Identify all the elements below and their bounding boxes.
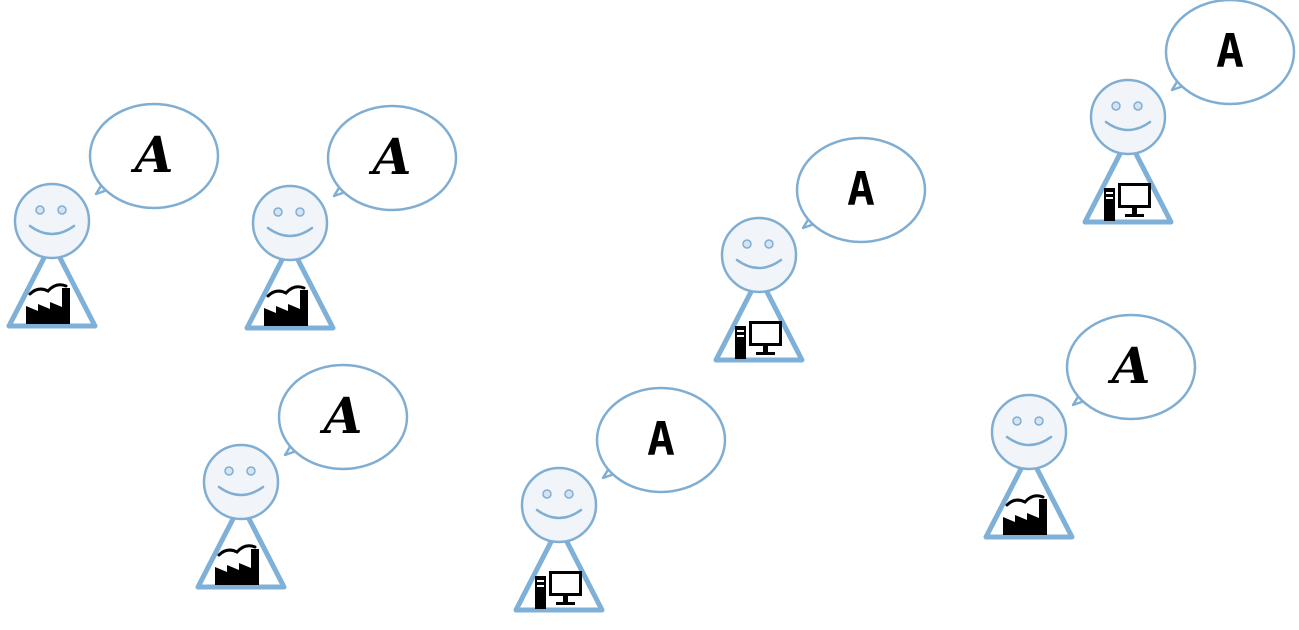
left-eye bbox=[224, 466, 234, 476]
speech-bubble-letter: A bbox=[647, 412, 675, 466]
speech-bubble-letter: A bbox=[323, 386, 363, 445]
person-body bbox=[6, 252, 98, 329]
person-figure-svg bbox=[713, 136, 927, 363]
person-body bbox=[713, 286, 805, 363]
factory-building bbox=[26, 288, 70, 324]
speech-bubble bbox=[326, 104, 458, 212]
smiley-face-icon bbox=[202, 443, 280, 521]
smile bbox=[535, 508, 583, 520]
smiley-face-icon bbox=[720, 216, 798, 294]
computer-stand bbox=[1125, 214, 1144, 217]
diagram-canvas: A A A A A A A bbox=[4, 0, 1299, 613]
person-body bbox=[513, 536, 605, 613]
smile bbox=[735, 258, 783, 270]
factory-building bbox=[264, 290, 308, 326]
person-figure-svg bbox=[244, 104, 458, 331]
right-eye bbox=[57, 205, 67, 215]
factory-building bbox=[215, 549, 259, 585]
smiley-face-icon bbox=[990, 393, 1068, 471]
right-eye bbox=[1133, 101, 1143, 111]
smiley-face-icon bbox=[520, 466, 598, 544]
factory-smoke bbox=[1005, 494, 1045, 507]
right-eye bbox=[295, 207, 305, 217]
speech-bubble-letter: A bbox=[1216, 24, 1244, 78]
computer-stand bbox=[756, 352, 775, 355]
person-body bbox=[1082, 148, 1174, 225]
person-figure-svg bbox=[513, 386, 727, 613]
computer-icon bbox=[1104, 183, 1151, 221]
speech-bubble-letter: A bbox=[1111, 336, 1151, 395]
factory-smoke bbox=[28, 283, 68, 296]
right-eye bbox=[1034, 416, 1044, 426]
person-factory-1: A bbox=[4, 96, 234, 346]
computer-tower bbox=[735, 326, 746, 359]
person-computer-2: A bbox=[1080, 0, 1299, 242]
right-eye bbox=[764, 239, 774, 249]
left-eye bbox=[273, 207, 283, 217]
smile bbox=[217, 485, 265, 497]
person-factory-3: A bbox=[193, 357, 423, 607]
smile bbox=[1005, 435, 1053, 447]
factory-smoke bbox=[266, 285, 306, 298]
person-computer-3: A bbox=[511, 380, 741, 630]
person-factory-4: A bbox=[981, 307, 1211, 557]
left-eye bbox=[542, 489, 552, 499]
right-eye bbox=[246, 466, 256, 476]
smiley-face-icon bbox=[251, 184, 329, 262]
left-eye bbox=[35, 205, 45, 215]
factory-building bbox=[1003, 499, 1047, 535]
factory-icon bbox=[26, 283, 70, 324]
person-body bbox=[244, 254, 336, 331]
factory-smoke bbox=[217, 544, 257, 557]
right-eye bbox=[564, 489, 574, 499]
speech-bubble bbox=[595, 386, 727, 494]
speech-bubble bbox=[88, 102, 220, 210]
left-eye bbox=[1111, 101, 1121, 111]
smiley-face-icon bbox=[1089, 78, 1167, 156]
speech-bubble-letter: A bbox=[847, 162, 875, 216]
person-body bbox=[983, 463, 1075, 540]
speech-bubble-letter: A bbox=[134, 125, 174, 184]
computer-stand bbox=[556, 602, 575, 605]
smiley-face-icon bbox=[13, 182, 91, 260]
computer-icon bbox=[535, 571, 582, 609]
left-eye bbox=[1012, 416, 1022, 426]
speech-bubble bbox=[1065, 313, 1197, 421]
speech-bubble bbox=[795, 136, 927, 244]
smile bbox=[28, 224, 76, 236]
person-figure-svg bbox=[195, 363, 409, 590]
person-figure-svg bbox=[983, 313, 1197, 540]
person-body bbox=[195, 513, 287, 590]
speech-bubble bbox=[277, 363, 409, 471]
factory-icon bbox=[215, 544, 259, 585]
person-figure-svg bbox=[6, 102, 220, 329]
left-eye bbox=[742, 239, 752, 249]
person-figure-svg bbox=[1082, 0, 1296, 225]
smile bbox=[1104, 120, 1152, 132]
speech-bubble-letter: A bbox=[372, 127, 412, 186]
smile bbox=[266, 226, 314, 238]
person-factory-2: A bbox=[242, 98, 472, 348]
computer-icon bbox=[735, 321, 782, 359]
speech-bubble bbox=[1164, 0, 1296, 106]
computer-tower bbox=[1104, 188, 1115, 221]
factory-icon bbox=[264, 285, 308, 326]
factory-icon bbox=[1003, 494, 1047, 535]
computer-tower bbox=[535, 576, 546, 609]
person-computer-1: A bbox=[711, 130, 941, 380]
